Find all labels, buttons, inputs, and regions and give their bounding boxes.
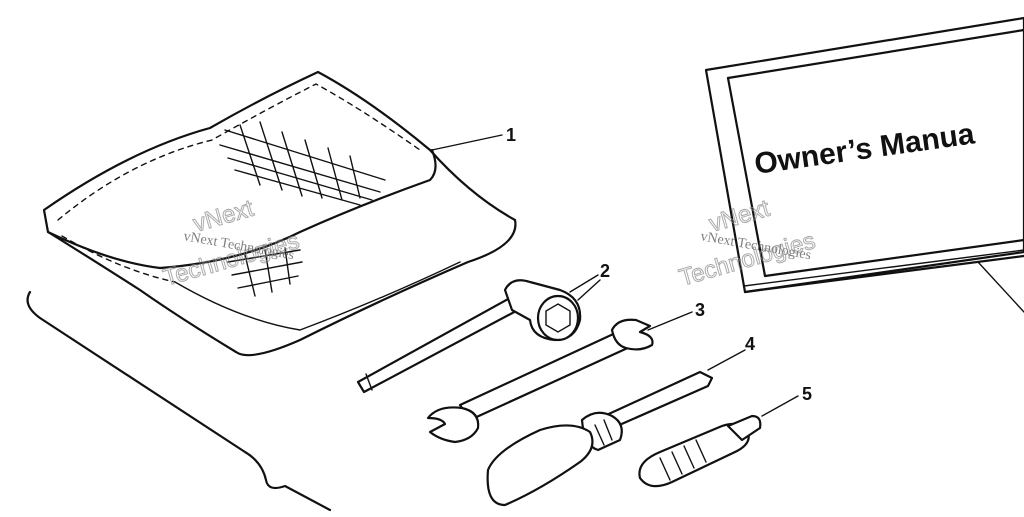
tool-pouch	[42, 70, 517, 357]
leader-line-4	[707, 349, 746, 371]
leader-line-5	[761, 395, 799, 417]
leader-line-2	[569, 274, 599, 293]
leader-line-manual	[977, 261, 1024, 313]
callout-4: 4	[745, 334, 755, 354]
owners-manual: Owner’s Manua	[704, 16, 1024, 313]
callout-2: 2	[600, 261, 610, 281]
callout-3: 3	[695, 300, 705, 320]
callout-5: 5	[802, 384, 812, 404]
callout-1: 1	[506, 125, 516, 145]
screwdriver-bit	[638, 395, 799, 488]
leader-line-3	[647, 311, 693, 331]
screwdriver	[486, 349, 746, 507]
spark-plug-wrench	[356, 274, 601, 394]
combination-wrench	[426, 311, 693, 444]
leader-line-1	[431, 134, 503, 151]
bracket-line	[26, 290, 332, 512]
